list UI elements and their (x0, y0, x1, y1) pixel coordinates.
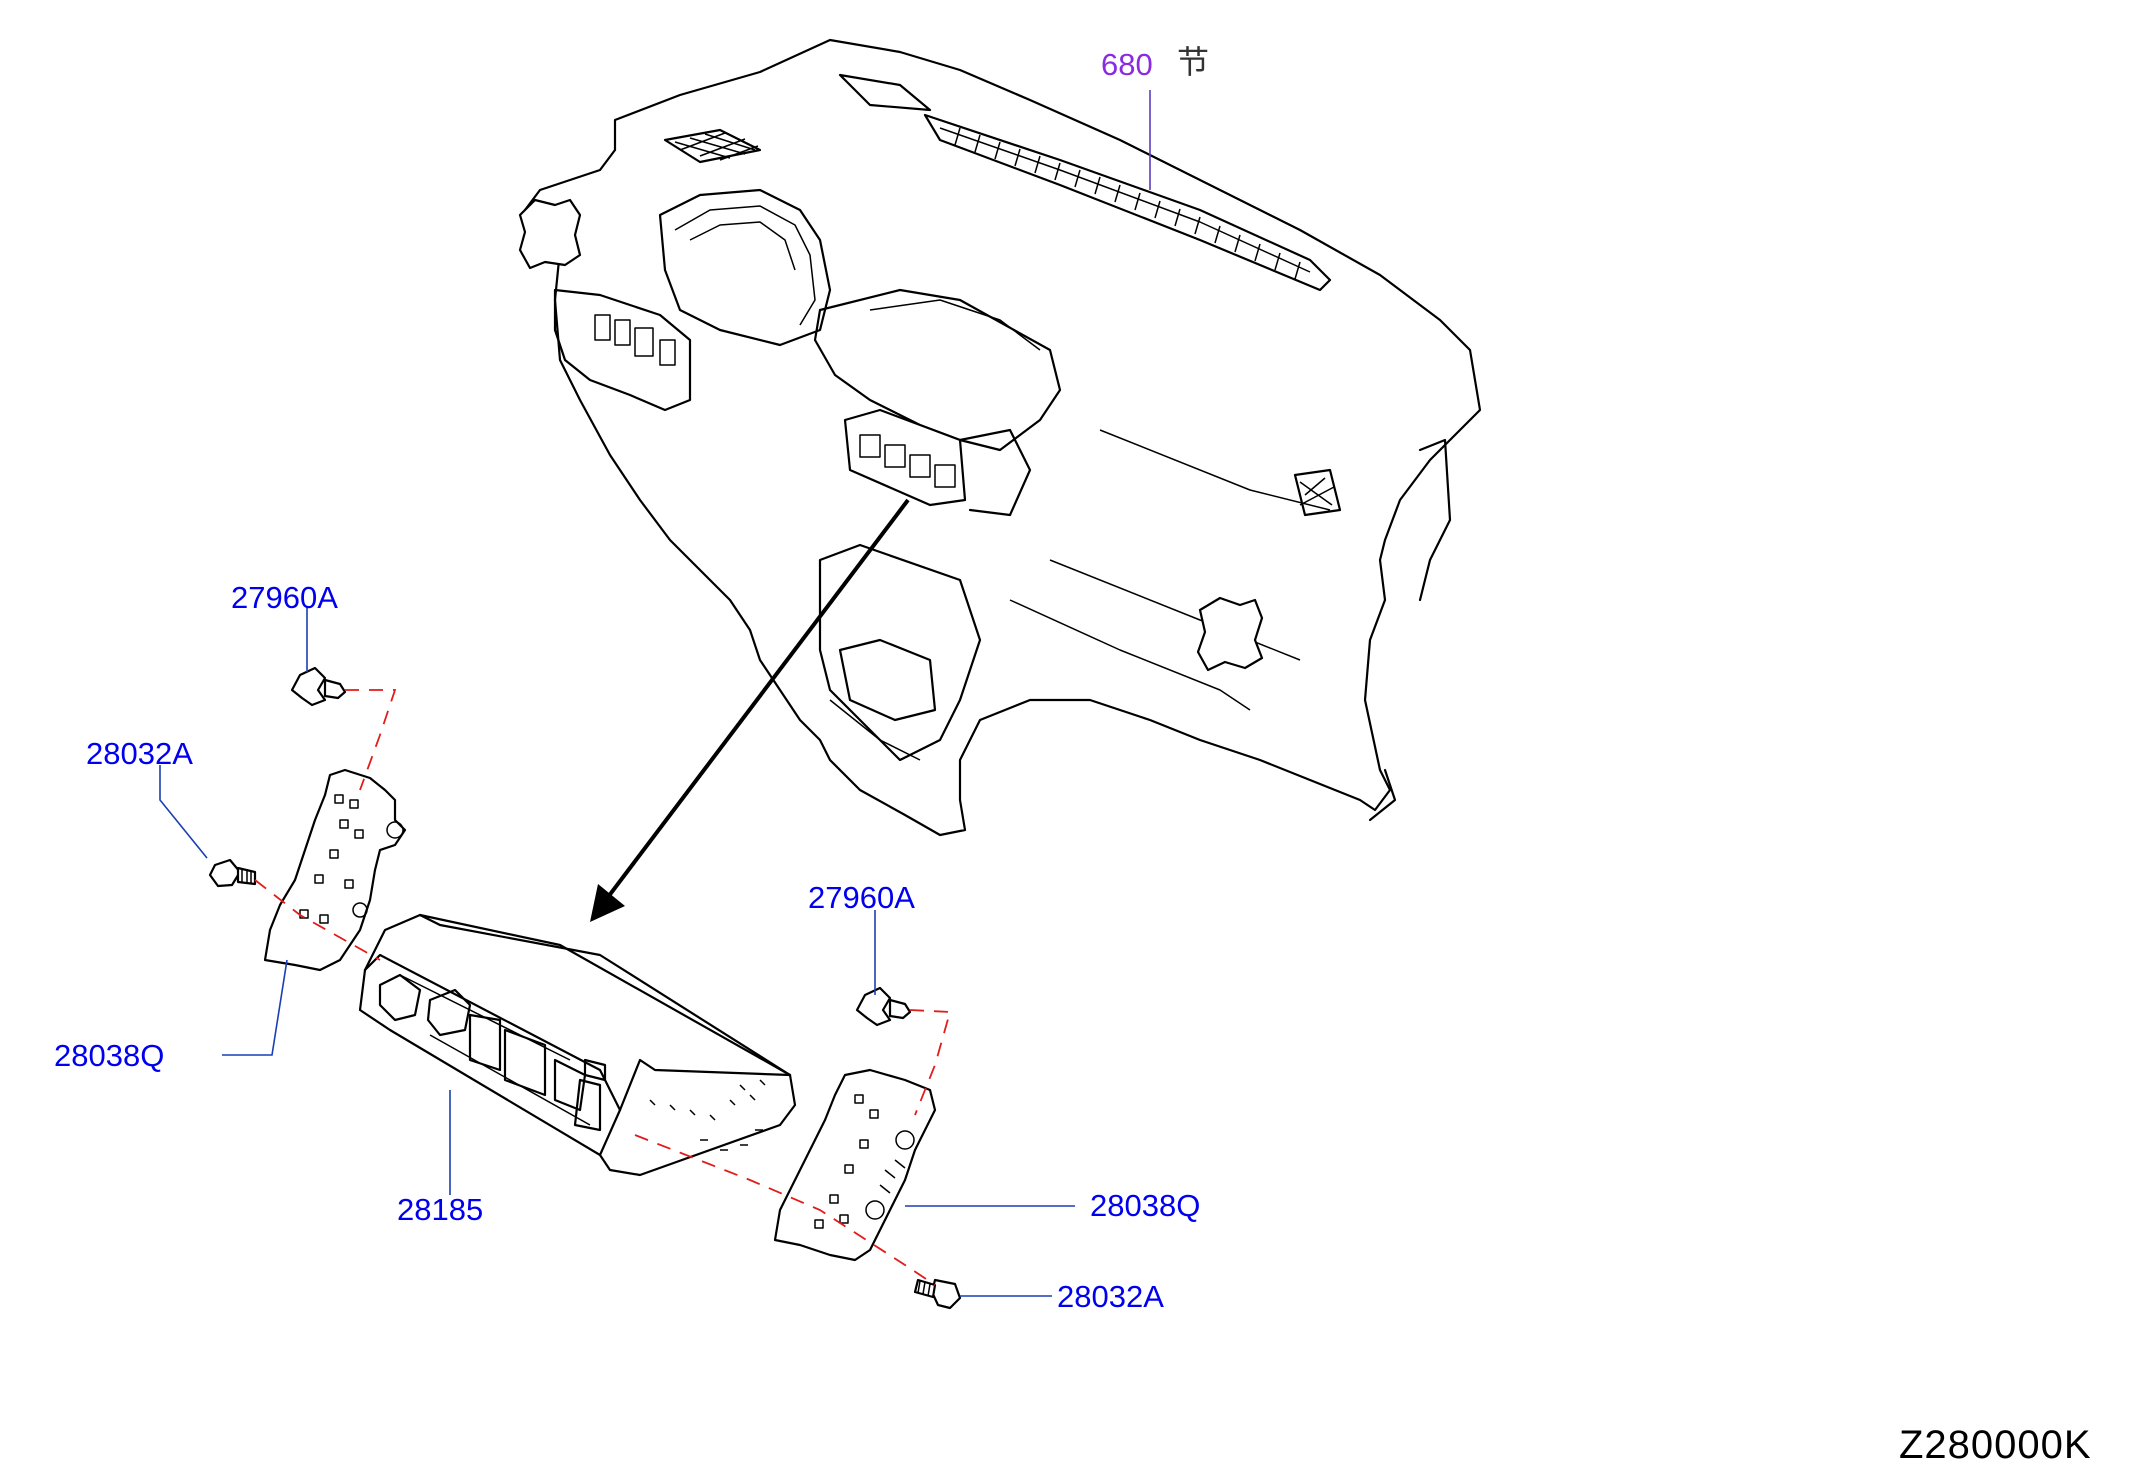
diagram-code: Z280000K (1899, 1423, 2092, 1467)
leader-lines (159, 90, 1151, 1297)
callout-27960a-upper-left[interactable]: 27960A (231, 580, 338, 615)
callout-28038q-left[interactable]: 28038Q (54, 1038, 165, 1073)
exploded-view-arrow (590, 498, 910, 922)
section-symbol: 节 (1177, 43, 1210, 81)
audio-unit-drawing (358, 913, 797, 1177)
callout-28185[interactable]: 28185 (397, 1192, 484, 1227)
callout-28032a-right[interactable]: 28032A (1057, 1279, 1164, 1314)
clip-right-drawing (855, 986, 912, 1027)
alignment-dashes (254, 689, 952, 1286)
callout-27960a-right[interactable]: 27960A (808, 880, 915, 915)
dashboard-assembly-drawing (518, 38, 1482, 837)
callout-28038q-right[interactable]: 28038Q (1090, 1188, 1201, 1223)
bracket-left-drawing (263, 768, 407, 972)
bracket-right-drawing (773, 1068, 937, 1262)
screw-right-drawing (913, 1278, 962, 1310)
callout-680[interactable]: 680 (1101, 47, 1153, 82)
callout-28032a-left[interactable]: 28032A (86, 736, 193, 771)
screw-left-drawing (208, 858, 257, 888)
clip-upper-left-drawing (290, 666, 347, 707)
